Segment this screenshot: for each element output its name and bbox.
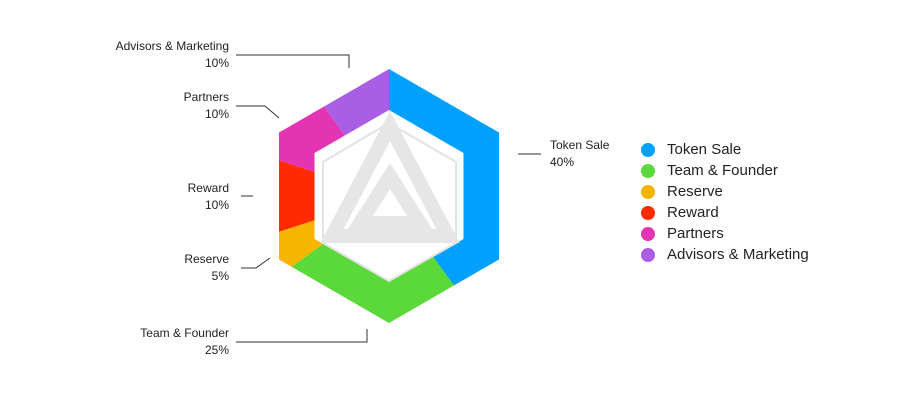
leader-line-partners <box>236 105 280 119</box>
legend-dot-icon <box>641 184 655 199</box>
callout-value-partners: 10% <box>205 107 229 121</box>
leader-line-advisors-marketing <box>236 54 350 68</box>
callout-label-reserve: Reserve <box>184 252 229 266</box>
legend-item-reward: Reward <box>641 202 809 223</box>
center-logo <box>320 110 460 283</box>
legend-dot-icon <box>641 163 655 178</box>
legend-label: Partners <box>667 225 724 242</box>
legend-dot-icon <box>641 247 655 262</box>
callout-value-reserve: 5% <box>212 269 230 283</box>
segment-reward <box>279 160 315 232</box>
legend-dot-icon <box>641 142 655 157</box>
segment-partners <box>279 106 345 172</box>
segment-team-founder <box>291 243 454 323</box>
callouts: Token Sale 40% Team & Founder 25% Reserve 5% R… <box>116 39 610 357</box>
legend-item-reserve: Reserve <box>641 181 809 202</box>
callout-value-team-founder: 25% <box>205 343 229 357</box>
legend-label: Advisors & Marketing <box>667 246 809 263</box>
segment-reserve <box>279 220 324 267</box>
legend-item-advisors-marketing: Advisors & Marketing <box>641 244 809 265</box>
segment-advisors-marketing <box>324 69 389 136</box>
callout-value-advisors-marketing: 10% <box>205 56 229 70</box>
legend-label: Reward <box>667 204 719 221</box>
legend-dot-icon <box>641 205 655 220</box>
legend-item-token-sale: Token Sale <box>641 139 809 160</box>
leader-line-reserve <box>241 257 271 269</box>
callout-label-token-sale: Token Sale <box>550 138 610 152</box>
callout-value-reward: 10% <box>205 198 229 212</box>
legend-label: Token Sale <box>667 141 742 158</box>
legend-item-team-founder: Team & Founder <box>641 160 809 181</box>
segment-token-sale <box>389 69 499 286</box>
legend-dot-icon <box>641 226 655 241</box>
callout-label-reward: Reward <box>188 181 229 195</box>
callout-label-advisors-marketing: Advisors & Marketing <box>116 39 229 53</box>
triangle-logo-icon <box>320 110 460 243</box>
legend-item-partners: Partners <box>641 223 809 244</box>
callout-value-token-sale: 40% <box>550 155 574 169</box>
callout-label-team-founder: Team & Founder <box>140 326 229 340</box>
legend-label: Reserve <box>667 183 723 200</box>
callout-label-partners: Partners <box>184 90 229 104</box>
leader-line-team-founder <box>236 329 368 343</box>
chart-segments <box>279 69 499 323</box>
legend-label: Team & Founder <box>667 162 778 179</box>
